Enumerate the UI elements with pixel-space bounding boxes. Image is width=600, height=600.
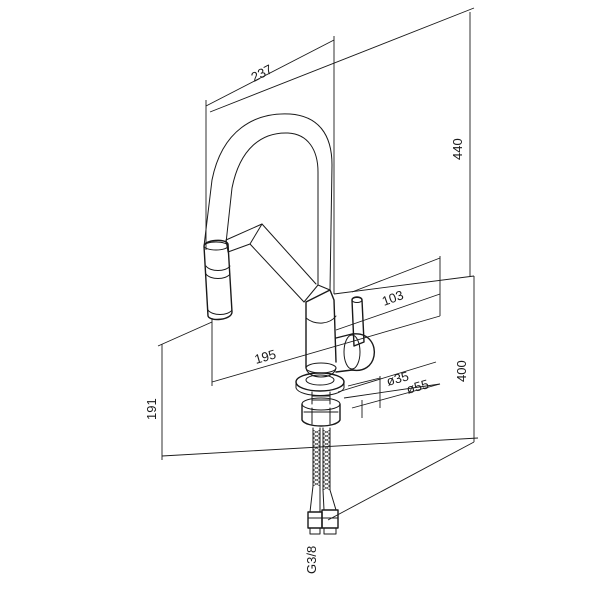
body-top-link: [317, 284, 331, 291]
label-440: 440: [450, 138, 465, 160]
label-237: 237: [249, 61, 275, 84]
lever-cap: [343, 334, 361, 370]
label-g38: G3/8: [304, 546, 319, 574]
hose-lower-ends: [309, 485, 337, 513]
hose-braid: [312, 433, 321, 439]
base-lower: [305, 367, 337, 378]
faucet-outline: [203, 113, 376, 535]
hose-braid: [312, 437, 321, 443]
faucet-body: [305, 289, 337, 369]
hose-braid: [312, 477, 321, 483]
dim-o35-line: [347, 377, 381, 387]
gooseneck-inner: [225, 132, 319, 286]
braided-hoses: [312, 427, 331, 491]
hose-braid: [322, 453, 331, 459]
gooseneck-outer: [203, 113, 333, 291]
hose-braid: [322, 457, 331, 463]
spout-arm-bottom: [227, 243, 305, 303]
hose-braid: [322, 469, 331, 475]
spray-head-band: [205, 265, 231, 271]
spray-head-band2: [205, 273, 231, 279]
hose-braid: [312, 449, 321, 455]
mounting-nut-top: [301, 397, 341, 411]
hose-braid: [322, 477, 331, 483]
hose-braid: [312, 453, 321, 459]
mounting-nut: [301, 403, 341, 427]
hose-connector-left: [307, 511, 323, 529]
hose-braid: [322, 485, 331, 491]
hose-braid: [322, 437, 331, 443]
label-103: 103: [380, 287, 406, 309]
hose-braid: [322, 433, 331, 439]
hose-braid: [312, 445, 321, 451]
dim-400-ext-bottom: [161, 437, 479, 457]
hose-braid: [312, 465, 321, 471]
dim-440-ext-top: [209, 7, 475, 113]
label-195: 195: [253, 346, 278, 366]
dim-g38-leader: [327, 441, 475, 521]
threaded-shank: [311, 391, 331, 405]
hose-braid: [322, 449, 331, 455]
hose-braid: [312, 457, 321, 463]
base-ring-top: [305, 362, 337, 374]
dim-o55-ext: [343, 383, 441, 399]
hose-braid: [322, 465, 331, 471]
hose-braid: [312, 469, 321, 475]
hose-braid: [312, 441, 321, 447]
lever-cartridge: [335, 333, 376, 373]
hose-connector-left-detail: [307, 517, 323, 535]
lever-top: [351, 297, 363, 303]
threaded-shank-lines: [311, 395, 331, 401]
dim-103-line: [335, 293, 441, 331]
spout-arm-top: [225, 223, 317, 285]
dim-237-line: [205, 39, 335, 107]
body-neck: [303, 284, 319, 303]
dim-195-line: [211, 315, 441, 383]
dimension-lines: [157, 7, 479, 521]
hose-braid: [322, 441, 331, 447]
base-plate-inner: [305, 374, 335, 386]
hose-braid: [322, 429, 331, 435]
hose-braid: [312, 481, 321, 487]
spray-head-top: [203, 241, 229, 251]
hose-braid: [312, 429, 321, 435]
hose-connector-right: [321, 509, 339, 529]
spout-arm-end: [225, 239, 229, 253]
dim-400-ext-top: [333, 275, 475, 295]
hose-braid: [322, 481, 331, 487]
hose-braid: [312, 461, 321, 467]
body-ring: [305, 315, 337, 324]
spray-head-tip: [207, 309, 233, 315]
dim-o35-ext: [337, 361, 437, 393]
dim-191-ext-top: [157, 321, 213, 347]
mounting-nut-facets: [303, 407, 339, 425]
dim-103-ext: [351, 257, 441, 293]
spout-arm-edge: [249, 223, 263, 245]
hose-braid: [312, 473, 321, 479]
label-o55: ø55: [405, 376, 431, 397]
label-191: 191: [144, 398, 159, 420]
hose-connector-right-detail: [321, 517, 339, 535]
hose-braid: [322, 473, 331, 479]
hose-braid: [322, 461, 331, 467]
label-400: 400: [454, 360, 469, 382]
label-o35: ø35: [385, 368, 411, 389]
base-plate: [295, 372, 345, 392]
dim-o55-line: [351, 383, 441, 409]
